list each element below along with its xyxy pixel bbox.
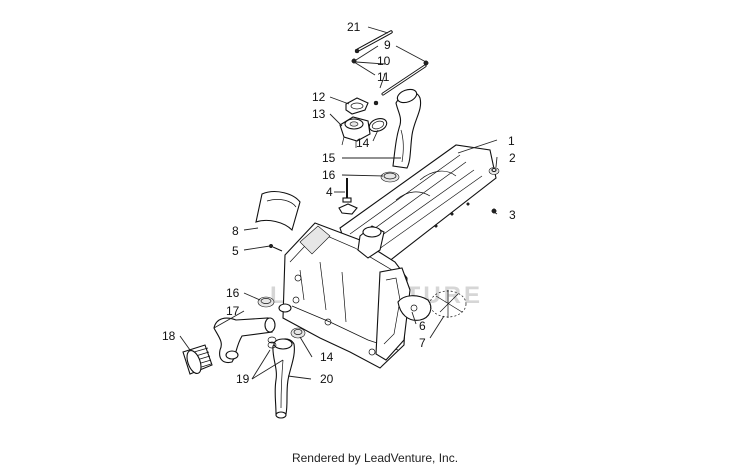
callout-9: 9 xyxy=(384,38,391,52)
callout-16-upper: 16 xyxy=(322,168,336,182)
part-5-pin xyxy=(268,243,283,252)
leader-lines xyxy=(179,26,498,380)
part-15-upper-hose xyxy=(392,88,422,169)
part-17-elbow-hose xyxy=(213,317,276,364)
part-7-fan xyxy=(429,290,467,318)
part-9-10-11-fasteners xyxy=(351,58,429,106)
part-14-clamp-upper xyxy=(368,118,388,132)
part-19-clamp xyxy=(267,336,277,349)
part-13-filler-neck xyxy=(339,116,371,148)
callout-1: 1 xyxy=(508,134,515,148)
callout-4: 4 xyxy=(326,185,333,199)
callout-11: 11 xyxy=(377,70,390,84)
callout-7: 7 xyxy=(419,336,426,350)
radiator-shroud xyxy=(282,222,411,369)
part-18-coupling xyxy=(182,344,213,375)
callout-3: 3 xyxy=(509,208,516,222)
footer-credit: Rendered by LeadVenture, Inc. xyxy=(291,451,459,465)
callout-13: 13 xyxy=(312,107,326,121)
callout-10: 10 xyxy=(377,54,391,68)
part-14-clamp-lower xyxy=(290,327,306,339)
callout-15: 15 xyxy=(322,151,336,165)
callout-17: 17 xyxy=(226,304,240,318)
part-21-rod xyxy=(354,30,393,54)
part-16-clamp-upper xyxy=(380,171,400,183)
callout-20: 20 xyxy=(320,372,334,386)
callout-2: 2 xyxy=(509,151,516,165)
callout-18: 18 xyxy=(162,329,176,343)
part-2-washer xyxy=(488,167,500,175)
callout-12: 12 xyxy=(312,90,326,104)
part-16-clamp-lower xyxy=(257,296,292,313)
callout-21: 21 xyxy=(347,20,361,34)
callout-16-lower: 16 xyxy=(226,286,240,300)
part-20-lower-hose xyxy=(272,338,295,419)
part-4-bolt xyxy=(338,178,358,215)
callout-8: 8 xyxy=(232,224,239,238)
part-12-cap xyxy=(345,97,369,115)
part-8-shield xyxy=(255,191,301,232)
part-3-screw xyxy=(491,208,497,214)
part-6-bracket xyxy=(397,295,432,321)
callout-5: 5 xyxy=(232,244,239,258)
callout-19: 19 xyxy=(236,372,250,386)
callout-14-upper: 14 xyxy=(356,136,370,150)
callout-14-lower: 14 xyxy=(320,350,334,364)
callout-6: 6 xyxy=(419,319,426,333)
